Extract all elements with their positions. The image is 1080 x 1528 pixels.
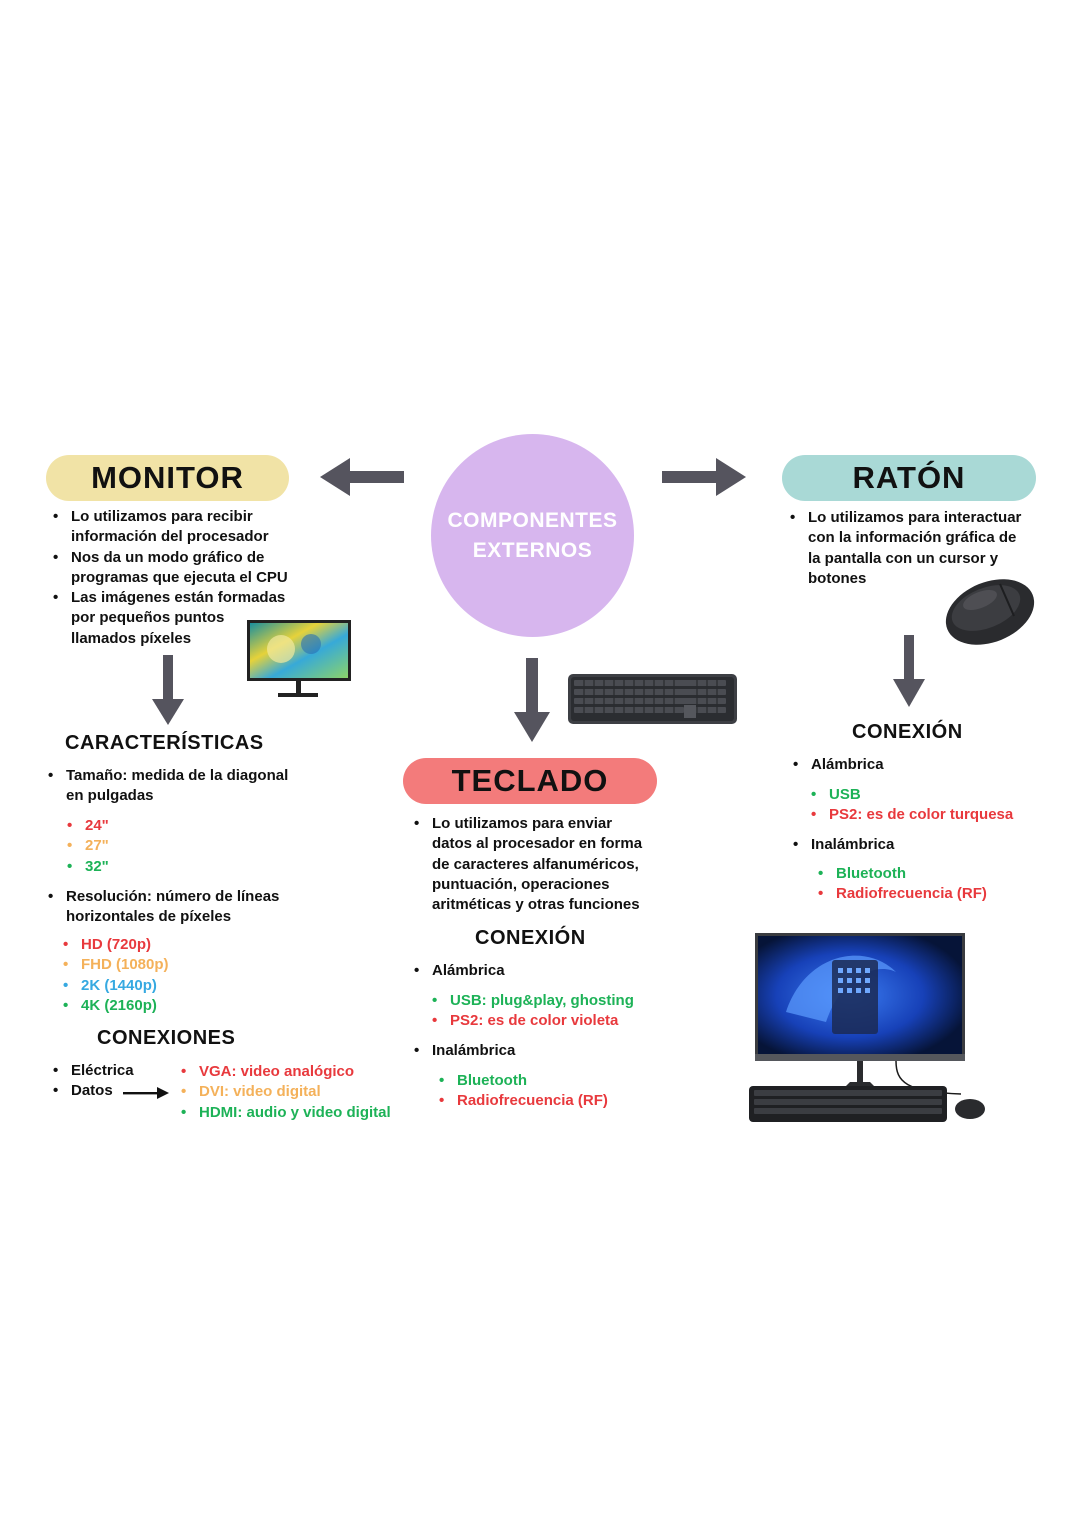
sizes-list: 24" 27" 32" (67, 816, 167, 877)
mouse-photo (945, 579, 1035, 645)
list-item: Tamaño: medida de la diagonal en pulgada… (48, 766, 338, 807)
conexiones-heading: CONEXIONES (97, 1027, 236, 1049)
caracteristicas-heading: CARACTERÍSTICAS (65, 732, 264, 754)
list-item: 24" (67, 816, 167, 837)
list-item: 32" (67, 857, 167, 878)
center-node: COMPONENTES EXTERNOS (431, 434, 634, 637)
list-item: 27" (67, 836, 167, 857)
arrow-down-icon (152, 655, 184, 725)
raton-description-list: Lo utilizamos para interactuar con la in… (790, 508, 1050, 589)
arrow-right-icon (662, 458, 746, 496)
list-item: PS2: es de color violeta (432, 1011, 672, 1032)
monitor-title: MONITOR (46, 455, 289, 501)
raton-conexion-heading: CONEXIÓN (852, 721, 963, 743)
list-item: Las imágenes están formadas por pequeños… (53, 588, 353, 649)
keyboard-photo (568, 674, 737, 724)
list-item: Inalámbrica (793, 835, 913, 856)
teclado-title: TECLADO (403, 758, 657, 804)
raton-wireless-list: Bluetooth Radiofrecuencia (RF) (818, 864, 1018, 905)
raton-inalambrica-list: Inalámbrica (793, 835, 913, 856)
list-item: Lo utilizamos para interactuar con la in… (790, 508, 1050, 589)
list-item: Lo utilizamos para recibir información d… (53, 507, 353, 548)
teclado-alambrica-list: Alámbrica (414, 961, 534, 982)
resolucion-list: Resolución: número de líneas horizontale… (48, 887, 338, 928)
list-item: 2K (1440p) (63, 976, 223, 997)
list-item: USB (811, 785, 1051, 806)
conexion-types-list: Eléctrica Datos (53, 1061, 163, 1102)
desktop-computer-photo (749, 933, 985, 1122)
center-title-line2: EXTERNOS (472, 538, 593, 562)
monitor-photo (247, 620, 351, 697)
list-item: Bluetooth (439, 1071, 639, 1092)
raton-wired-list: USB PS2: es de color turquesa (811, 785, 1051, 826)
list-item: PS2: es de color turquesa (811, 805, 1051, 826)
arrow-right-icon (123, 1087, 169, 1099)
list-item: 4K (2160p) (63, 996, 223, 1017)
list-item: Eléctrica (53, 1061, 163, 1082)
list-item: Bluetooth (818, 864, 1018, 885)
raton-alambrica-list: Alámbrica (793, 755, 913, 776)
center-title-line1: COMPONENTES (447, 508, 618, 532)
arrow-left-icon (320, 458, 404, 496)
list-item: USB: plug&play, ghosting (432, 991, 672, 1012)
list-item: DVI: video digital (181, 1082, 411, 1103)
list-item: VGA: video analógico (181, 1062, 411, 1083)
list-item: HDMI: audio y video digital (181, 1103, 411, 1124)
list-item: Resolución: número de líneas horizontale… (48, 887, 338, 928)
list-item: Inalámbrica (414, 1041, 534, 1062)
teclado-inalambrica-list: Inalámbrica (414, 1041, 534, 1062)
arrow-down-icon (514, 658, 550, 742)
teclado-conexion-heading: CONEXIÓN (475, 927, 586, 949)
raton-title: RATÓN (782, 455, 1036, 501)
arrow-down-icon (893, 635, 925, 707)
list-item: Datos (53, 1081, 163, 1102)
data-connectors-list: VGA: video analógico DVI: video digital … (181, 1062, 411, 1123)
resolutions-list: HD (720p) FHD (1080p) 2K (1440p) 4K (216… (63, 935, 223, 1016)
list-item: HD (720p) (63, 935, 223, 956)
list-item: Alámbrica (793, 755, 913, 776)
list-item: Radiofrecuencia (RF) (439, 1091, 639, 1112)
list-item: FHD (1080p) (63, 955, 223, 976)
teclado-wired-list: USB: plug&play, ghosting PS2: es de colo… (432, 991, 672, 1032)
list-item: Lo utilizamos para enviar datos al proce… (414, 814, 674, 915)
tamano-list: Tamaño: medida de la diagonal en pulgada… (48, 766, 338, 807)
list-item: Radiofrecuencia (RF) (818, 884, 1018, 905)
list-item: Alámbrica (414, 961, 534, 982)
teclado-description-list: Lo utilizamos para enviar datos al proce… (414, 814, 674, 915)
monitor-description-list: Lo utilizamos para recibir información d… (53, 507, 353, 649)
teclado-wireless-list: Bluetooth Radiofrecuencia (RF) (439, 1071, 639, 1112)
list-item: Nos da un modo gráfico de programas que … (53, 548, 353, 589)
